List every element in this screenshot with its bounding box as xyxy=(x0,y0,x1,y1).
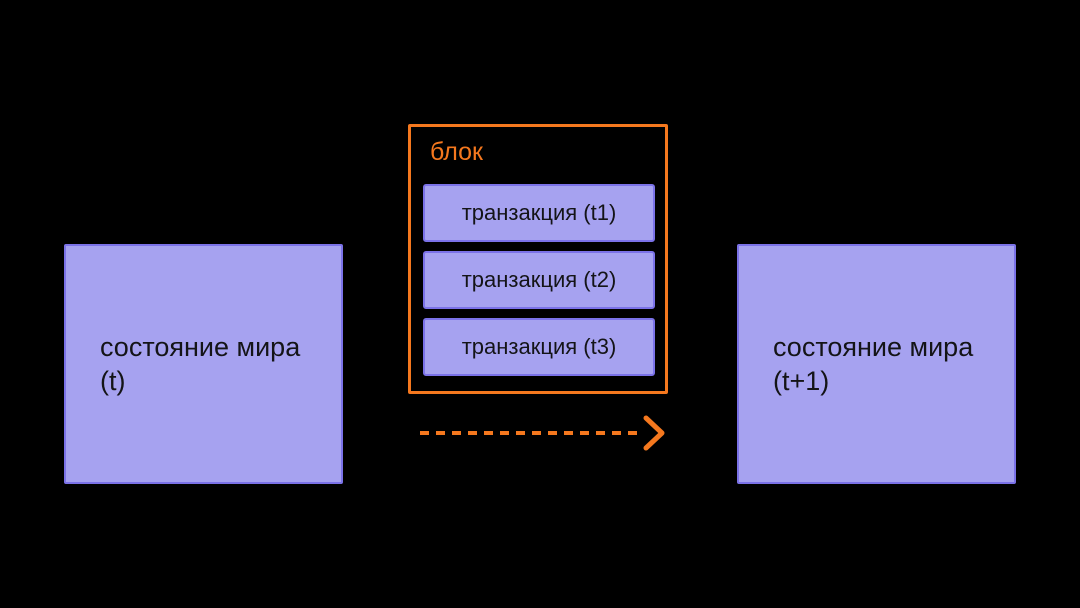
state-after-label-line1: состояние мира xyxy=(773,332,974,362)
state-after-label-line2: (t+1) xyxy=(773,366,830,396)
transaction-box-2: транзакция (t2) xyxy=(423,251,655,309)
state-before-label-line2: (t) xyxy=(100,366,126,396)
transaction-box-3: транзакция (t3) xyxy=(423,318,655,376)
transaction-3-label: транзакция (t3) xyxy=(461,334,617,359)
transaction-box-1: транзакция (t1) xyxy=(423,184,655,242)
block-container: блок транзакция (t1) транзакция (t2) тра… xyxy=(408,124,668,394)
state-box-before: состояние мира (t) xyxy=(64,244,343,484)
state-before-label-line1: состояние мира xyxy=(100,332,301,362)
transaction-1-label: транзакция (t1) xyxy=(461,200,617,225)
transition-arrow-icon xyxy=(416,413,668,453)
block-label: блок xyxy=(430,138,483,166)
state-box-after: состояние мира (t+1) xyxy=(737,244,1016,484)
transaction-2-label: транзакция (t2) xyxy=(461,267,617,292)
